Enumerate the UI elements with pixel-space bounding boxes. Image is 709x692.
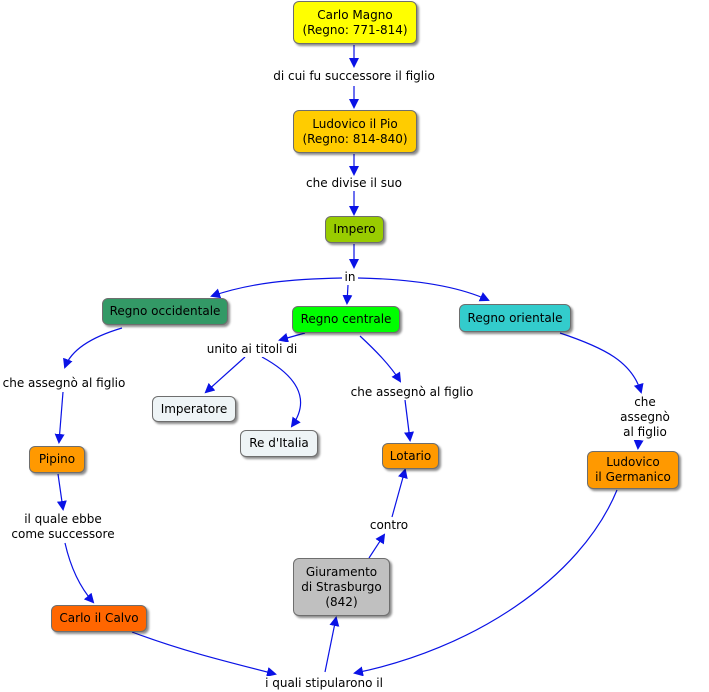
node-lotario[interactable]: Lotario [382,443,439,469]
edge-germanico-to-stipularono [353,489,618,677]
node-ludovico-il-pio[interactable]: Ludovico il Pio (Regno: 814-840) [293,110,417,153]
edge-centrale-to-label [359,335,402,383]
link-ebbe-successore: il quale ebbe come successore [9,512,117,542]
link-assegno-orientale: che assegnò al figlio [613,395,677,440]
edge-unito-to-imperatore [204,356,246,394]
edge-centrale-to-unito [278,332,306,343]
link-assegno-centrale: che assegnò al figlio [348,385,476,400]
edge-pipino-to-label [56,473,67,511]
link-in: in [342,270,358,285]
node-pipino[interactable]: Pipino [29,446,85,473]
edge-label-to-lotario [404,399,414,442]
edge-unito-to-reitalia [261,356,302,428]
link-unito-titoli: unito ai titoli di [204,342,300,357]
edge-in-to-occidentale [210,277,343,299]
edge-calvo-to-stipularono [131,631,277,677]
node-carlo-il-calvo[interactable]: Carlo il Calvo [51,605,147,632]
link-divise: che divise il suo [304,176,404,191]
node-regno-orientale[interactable]: Regno orientale [459,304,571,332]
edge-label-to-pipino [54,391,65,444]
edge-stipularono-to-giuramento [324,616,340,673]
link-contro: contro [367,518,411,533]
node-imperatore[interactable]: Imperatore [152,396,236,422]
edge-orientale-to-label [559,332,644,394]
link-successore-figlio: di cui fu successore il figlio [271,69,437,84]
node-carlo-magno[interactable]: Carlo Magno (Regno: 771-814) [293,1,417,44]
link-assegno-occidentale: che assegnò al figlio [0,376,128,391]
edge-giuramento-to-contro [368,533,386,559]
node-regno-centrale[interactable]: Regno centrale [292,306,400,333]
edge-contro-to-lotario [391,468,408,518]
edge-in-to-centrale [342,284,353,305]
node-impero[interactable]: Impero [325,216,384,243]
edge-label-to-calvo [64,542,95,604]
node-regno-occidentale[interactable]: Regno occidentale [102,298,228,325]
edge-occidentale-to-label [63,327,123,369]
node-re-d-italia[interactable]: Re d'Italia [240,430,318,457]
link-stipularono: i quali stipularono il [263,676,385,691]
node-giuramento-di-strasburgo[interactable]: Giuramento di Strasburgo (842) [293,558,390,616]
edge-in-to-orientale [357,277,490,302]
node-ludovico-il-germanico[interactable]: Ludovico il Germanico [587,451,679,489]
